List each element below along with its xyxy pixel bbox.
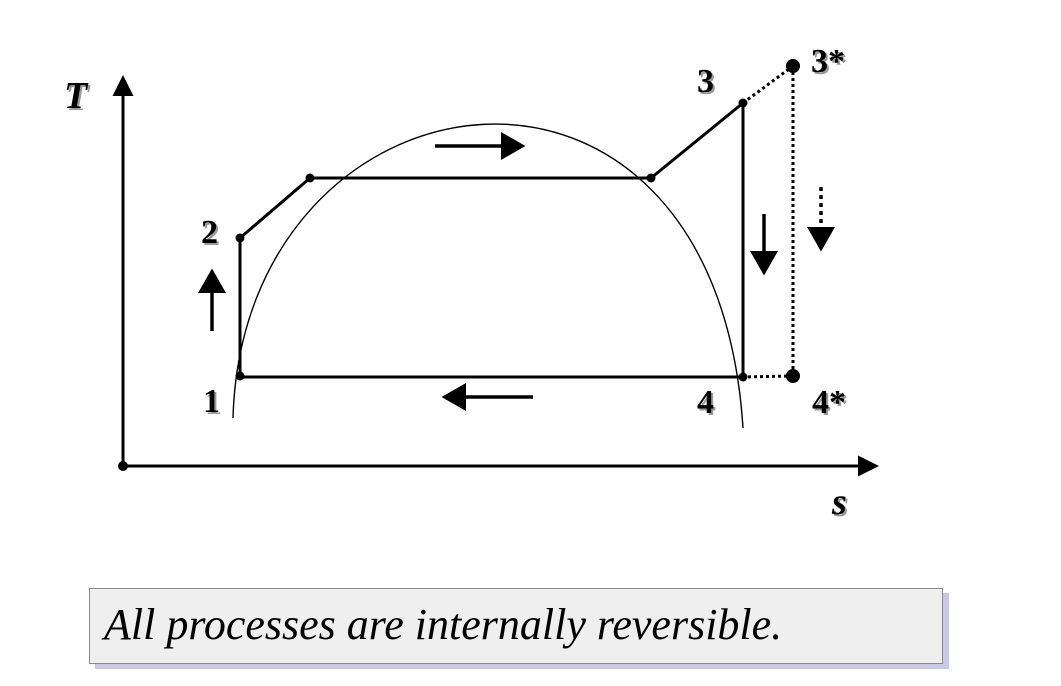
state-2-dot [235, 233, 245, 243]
t-axis-label: T [64, 75, 89, 117]
state-4-label: 4 [697, 384, 714, 421]
sat-vapor-dot [646, 173, 656, 183]
s-axis-label: s [831, 481, 847, 523]
caption-box: All processes are internally reversible. [89, 588, 943, 664]
state-4star-label: 4* [812, 384, 846, 421]
state-3-dot [738, 98, 748, 108]
saturation-dome [232, 123, 744, 429]
origin-dot [118, 461, 128, 471]
state-4star-dot [786, 369, 800, 383]
state-1-label: 1 [203, 383, 220, 420]
process-3-3star [742, 64, 794, 105]
state-3star-dot [786, 59, 800, 73]
state-3star-label: 3* [811, 43, 845, 80]
state-1-dot [235, 371, 245, 381]
state-3-label: 3 [697, 63, 714, 100]
sat-liquid-dot [305, 173, 315, 183]
process-4star-4 [742, 374, 794, 379]
caption-text: All processes are internally reversible. [104, 600, 783, 649]
state-2-label: 2 [201, 214, 218, 251]
state-4-dot [738, 372, 748, 382]
process-2-sat [239, 176, 311, 240]
process-superheat [650, 101, 744, 180]
